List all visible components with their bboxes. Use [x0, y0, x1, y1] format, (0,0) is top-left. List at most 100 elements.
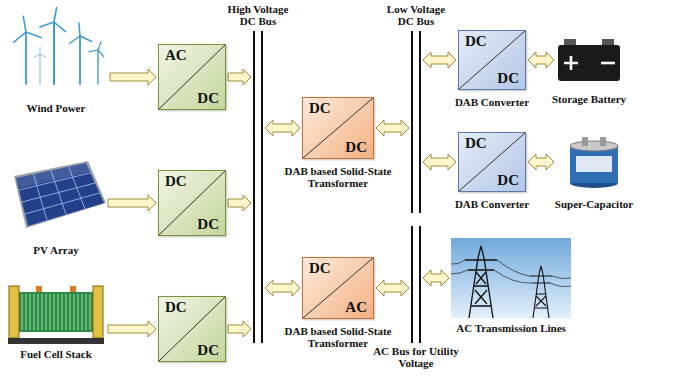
- node-label: AC Bus for Utility Voltage: [368, 345, 464, 369]
- converter-type: DC: [165, 174, 187, 189]
- wind-power-source: Wind Power: [4, 6, 108, 114]
- converter-box: DC DC: [158, 296, 226, 362]
- node-label: DAB based Solid-State Transformer: [278, 165, 398, 189]
- cell-body: [16, 292, 96, 332]
- node-label: DAB Converter: [455, 198, 529, 210]
- converter-type: DC: [197, 91, 219, 106]
- node-label: Low Voltage DC Bus: [380, 3, 452, 27]
- block-arrow: [376, 280, 409, 296]
- converter-outline: AC DC: [158, 44, 226, 110]
- converter-outline: DCAC: [302, 257, 374, 319]
- cell-plates: [22, 294, 90, 330]
- drawing-part: [79, 36, 81, 84]
- converter-box: AC DC: [158, 44, 226, 110]
- divider-line: [303, 98, 373, 158]
- terminal: [564, 39, 576, 46]
- terminal: [600, 137, 606, 146]
- sky: [451, 238, 571, 318]
- block-arrow: [228, 69, 251, 85]
- node-label: AC Transmission Lines: [456, 322, 566, 334]
- pylon: [530, 266, 552, 318]
- bus-bar: [253, 31, 263, 343]
- drawing-part: [25, 32, 27, 84]
- transformer-box: DCACDAB based Solid-State Transformer: [278, 257, 398, 349]
- block-arrow: [108, 195, 156, 211]
- converter-type: DC: [309, 261, 331, 276]
- node-label: PV Array: [33, 244, 78, 256]
- node-label: Wind Power: [27, 102, 86, 114]
- panel-sheen: [16, 163, 90, 188]
- supercapacitor-storage: Super-Capacitor: [546, 134, 642, 210]
- converter-outline: DC DC: [458, 132, 526, 192]
- node-label: DAB Converter: [455, 96, 529, 108]
- turbines: [14, 8, 104, 85]
- node-label: Storage Battery: [552, 93, 626, 105]
- drawing-part: [14, 16, 41, 42]
- converter-type: DC: [465, 34, 487, 49]
- plus-symbol: [564, 56, 578, 70]
- divider-line: [303, 258, 373, 318]
- bus-bar: [411, 31, 421, 213]
- dc-bus: Low Voltage DC Bus: [366, 3, 466, 213]
- transmission-lines: AC Transmission Lines: [448, 238, 574, 334]
- converter-outline: DC DC: [458, 30, 526, 90]
- can-top: [570, 141, 618, 151]
- battery-body: [558, 45, 620, 81]
- converter-type: DC: [165, 300, 187, 315]
- panel-frame: [14, 161, 106, 228]
- block-arrow: [423, 270, 449, 286]
- fuel-cell-source: Fuel Cell Stack: [4, 280, 108, 360]
- fuel-cell-illustration: [6, 280, 106, 346]
- converter-outline: DC DC: [302, 97, 374, 159]
- pv-array-source: PV Array: [4, 158, 108, 256]
- transformer-box: DC DC DAB based Solid-State Transformer: [278, 97, 398, 189]
- drawing-part: [69, 23, 91, 43]
- pylon: [465, 246, 497, 318]
- end-plate: [93, 286, 103, 338]
- block-arrow: [265, 120, 300, 136]
- converter-type: DC: [345, 140, 367, 155]
- converter-box: DC DC DAB Converter: [442, 30, 542, 108]
- port: [36, 286, 42, 292]
- drawing-part: [89, 42, 104, 57]
- bus-bar: [411, 226, 421, 343]
- block-arrow: [423, 52, 456, 68]
- converter-type: DC: [497, 71, 519, 86]
- drawing-part: [40, 8, 66, 32]
- block-arrow: [228, 321, 251, 337]
- can-body: [570, 146, 618, 183]
- port: [70, 286, 76, 292]
- node-label: Super-Capacitor: [555, 198, 633, 210]
- block-arrow: [110, 69, 156, 85]
- terminal: [582, 137, 588, 146]
- block-arrow: [108, 321, 156, 337]
- wind-turbines-illustration: [4, 6, 108, 86]
- drawing-part: [39, 54, 40, 84]
- node-label: Fuel Cell Stack: [20, 348, 92, 360]
- converter-type: DC: [497, 173, 519, 188]
- block-arrow: [528, 52, 554, 68]
- converter-outline: DCDC: [158, 170, 226, 236]
- converter-type: DC: [309, 101, 331, 116]
- divider-line: [459, 31, 525, 89]
- drawing-part: [53, 22, 55, 84]
- converter-type: DC: [197, 343, 219, 358]
- end-plate: [9, 286, 19, 338]
- battery-storage: Storage Battery: [546, 37, 632, 105]
- drawing-part: [97, 50, 98, 84]
- panel-cells: [16, 163, 104, 226]
- node-label: High Voltage DC Bus: [222, 3, 294, 27]
- converter-box: DC DC DAB Converter: [442, 132, 542, 210]
- converter-type: AC: [165, 48, 187, 63]
- divider-line: [159, 45, 225, 109]
- base: [8, 338, 104, 344]
- converter-box: DCDC: [158, 170, 226, 236]
- converter-type: DC: [465, 136, 487, 151]
- transmission-lines-illustration: [451, 238, 571, 318]
- block-arrow: [228, 195, 251, 211]
- converter-outline: DC DC: [158, 296, 226, 362]
- block-arrow: [265, 280, 300, 296]
- supercapacitor-illustration: [556, 134, 632, 190]
